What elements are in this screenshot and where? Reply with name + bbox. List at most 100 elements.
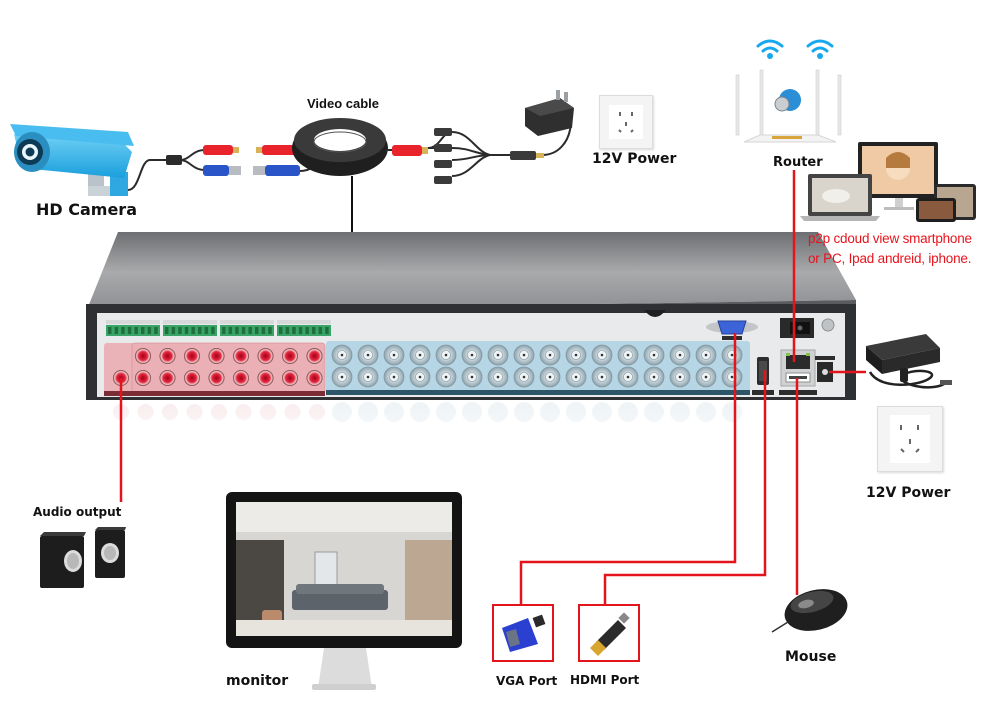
video-in-port bbox=[721, 366, 743, 388]
video-in-port bbox=[487, 366, 509, 388]
video-in-port bbox=[409, 366, 431, 388]
video-in-port bbox=[487, 344, 509, 366]
audio-in-port bbox=[306, 348, 323, 364]
audio-in-port bbox=[135, 370, 151, 386]
reflection-fade bbox=[80, 400, 870, 470]
alarm-terminal-group bbox=[106, 320, 160, 336]
alarm-terminal-group bbox=[220, 320, 274, 336]
video-in-port bbox=[461, 366, 483, 388]
video-in-port bbox=[513, 366, 535, 388]
mouse-label: Mouse bbox=[785, 649, 837, 665]
dc-connector-pair bbox=[203, 145, 300, 155]
video-in-port bbox=[591, 366, 613, 388]
audio-in-port bbox=[233, 370, 249, 386]
client-devices-icon bbox=[800, 142, 976, 222]
audio-in-port bbox=[208, 348, 225, 364]
hd-camera-label: HD Camera bbox=[36, 200, 137, 219]
p2p-note-line2: or PC, Ipad andreid, iphone. bbox=[808, 251, 972, 266]
wifi-icon bbox=[756, 39, 834, 53]
splitter-plugs bbox=[434, 128, 544, 184]
video-in-port bbox=[383, 344, 405, 366]
video-in-port bbox=[669, 344, 691, 366]
video-in-ports bbox=[331, 344, 743, 388]
pigtail-splitter bbox=[166, 155, 182, 165]
audio-in-port bbox=[135, 348, 151, 364]
video-cable-coil-icon bbox=[292, 118, 388, 176]
video-in-port bbox=[695, 344, 717, 366]
hdmi-port-box bbox=[578, 604, 640, 662]
audio-in-port bbox=[184, 370, 200, 386]
bnc-connector-pair bbox=[203, 165, 300, 176]
vga-port-box bbox=[492, 604, 554, 662]
video-in-port bbox=[539, 366, 561, 388]
video-in-port bbox=[331, 344, 353, 366]
audio-in-port bbox=[159, 370, 176, 386]
video-in-port bbox=[513, 344, 535, 366]
audio-panel-label-strip bbox=[104, 391, 325, 396]
audio-in-port bbox=[306, 370, 323, 386]
vga-port-label: VGA Port bbox=[496, 674, 558, 688]
ground-screw bbox=[821, 318, 835, 332]
wall-socket-right-icon bbox=[877, 406, 943, 472]
wall-socket-top-icon bbox=[599, 95, 653, 149]
monitor-icon bbox=[226, 492, 462, 690]
alarm-terminal-group bbox=[277, 320, 331, 336]
audio-in-port bbox=[282, 348, 298, 364]
audio-in-port bbox=[159, 348, 176, 364]
audio-in-panel bbox=[131, 342, 326, 394]
video-in-port bbox=[643, 366, 665, 388]
power-right-label: 12V Power bbox=[866, 485, 951, 501]
router-label: Router bbox=[773, 155, 823, 170]
video-in-port bbox=[461, 344, 483, 366]
video-in-port bbox=[669, 366, 691, 388]
video-in-port bbox=[617, 366, 639, 388]
video-in-port bbox=[357, 366, 379, 388]
power-top-label: 12V Power bbox=[592, 151, 677, 167]
hdmi-line bbox=[603, 370, 767, 604]
hdmi-port-label: HDMI Port bbox=[570, 673, 640, 687]
video-in-label-strip bbox=[326, 390, 750, 395]
audio-in-port bbox=[233, 348, 249, 364]
mouse-icon bbox=[771, 589, 848, 633]
audio-output-label: Audio output bbox=[33, 505, 122, 519]
video-in-port bbox=[409, 344, 431, 366]
video-in-port bbox=[383, 366, 405, 388]
video-in-port bbox=[695, 366, 717, 388]
wifi-dot bbox=[767, 53, 773, 59]
audio-in-port bbox=[184, 348, 200, 364]
vga-output-port bbox=[706, 320, 758, 340]
video-cable-label: Video cable bbox=[307, 96, 380, 111]
video-in-port bbox=[643, 344, 665, 366]
vga-line bbox=[519, 333, 737, 604]
laptop-power-adapter-icon bbox=[866, 334, 952, 389]
video-in-port bbox=[331, 366, 353, 388]
vga-connector-icon bbox=[502, 614, 546, 652]
audio-in-port bbox=[257, 348, 274, 364]
audio-in-port bbox=[282, 370, 298, 386]
video-in-port bbox=[357, 344, 379, 366]
audio-in-ports bbox=[113, 348, 323, 386]
wall-adapter-icon bbox=[525, 90, 574, 136]
video-in-port bbox=[565, 344, 587, 366]
speakers-icon bbox=[40, 527, 126, 588]
power-switch bbox=[780, 318, 814, 338]
p2p-note-line1: p2p cdoud view smartphone bbox=[808, 231, 972, 246]
video-in-port bbox=[591, 344, 613, 366]
audio-in-port bbox=[208, 370, 225, 386]
video-in-port bbox=[435, 366, 457, 388]
alarm-terminal-block bbox=[106, 320, 331, 336]
video-in-port bbox=[435, 344, 457, 366]
connection-lines bbox=[119, 170, 866, 604]
hdmi-connector-icon bbox=[590, 612, 630, 656]
video-in-port bbox=[539, 344, 561, 366]
video-in-port bbox=[721, 344, 743, 366]
hd-camera-icon bbox=[10, 124, 134, 196]
video-in-port bbox=[565, 366, 587, 388]
dc-female-connector bbox=[392, 145, 428, 156]
router-icon bbox=[735, 69, 842, 143]
alarm-terminal-group bbox=[163, 320, 217, 336]
audio-in-port bbox=[257, 370, 274, 386]
video-in-port bbox=[617, 344, 639, 366]
wifi-dot bbox=[817, 53, 823, 59]
